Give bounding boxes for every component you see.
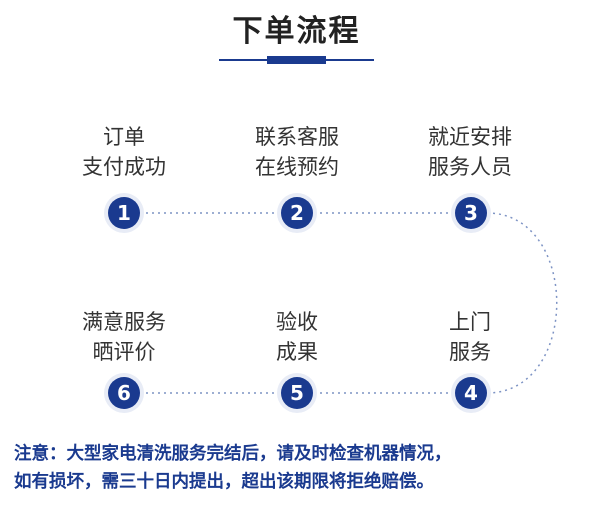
- step-1-label: 订单 支付成功: [44, 122, 204, 182]
- page-title: 下单流程: [232, 14, 361, 49]
- notice-line-2: 如有损坏，需三十日内提出，超出该期限将拒绝赔偿。: [14, 472, 434, 492]
- step-6-label: 满意服务 晒评价: [44, 307, 204, 367]
- step-1-title: 订单: [103, 125, 145, 149]
- step-6-title: 满意服务: [82, 310, 166, 334]
- step-4-title: 上门: [449, 310, 491, 334]
- step-5-label: 验收 成果: [217, 307, 377, 367]
- connector-3-4: [486, 212, 558, 394]
- step-1-circle: 1: [108, 197, 140, 229]
- step-3-circle: 3: [455, 197, 487, 229]
- step-4-circle: 4: [455, 377, 487, 409]
- step-5-title: 验收: [276, 310, 318, 334]
- step-2-label: 联系客服 在线预约: [217, 122, 377, 182]
- step-1-subtitle: 支付成功: [82, 155, 166, 179]
- step-2-circle: 2: [281, 197, 313, 229]
- step-3-title: 就近安排: [428, 125, 512, 149]
- step-6-subtitle: 晒评价: [92, 340, 156, 364]
- step-5-circle: 5: [281, 377, 313, 409]
- title-accent-bar: [267, 56, 326, 64]
- step-5-subtitle: 成果: [276, 340, 318, 364]
- step-4-subtitle: 服务: [449, 340, 491, 364]
- step-6-circle: 6: [108, 377, 140, 409]
- step-4-label: 上门 服务: [390, 307, 550, 367]
- step-2-subtitle: 在线预约: [255, 155, 339, 179]
- notice-line-1: 注意：大型家电清洗服务完结后，请及时检查机器情况，: [14, 444, 452, 464]
- step-2-title: 联系客服: [255, 125, 339, 149]
- step-3-subtitle: 服务人员: [428, 155, 512, 179]
- notice-text: 注意：大型家电清洗服务完结后，请及时检查机器情况， 如有损坏，需三十日内提出，超…: [14, 440, 589, 496]
- step-3-label: 就近安排 服务人员: [390, 122, 550, 182]
